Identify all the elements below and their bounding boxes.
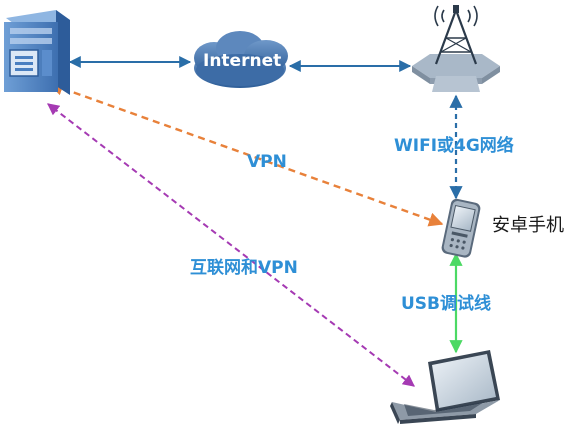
server-icon <box>4 10 70 95</box>
vpn-label: VPN <box>247 152 287 172</box>
cloud-icon <box>194 31 288 88</box>
cell-tower-icon <box>412 5 500 92</box>
android-phone-label: 安卓手机 <box>492 215 564 236</box>
edge-phone-server <box>48 81 444 227</box>
edge-laptop-server <box>47 103 415 387</box>
smartphone-icon <box>441 198 481 258</box>
laptop-icon <box>390 350 500 424</box>
wifi-4g-label: WIFI或4G网络 <box>394 136 514 156</box>
internet-and-vpn-label: 互联网和VPN <box>190 258 298 278</box>
usb-debug-cable-label: USB调试线 <box>401 294 492 314</box>
internet-label: Internet <box>203 51 282 71</box>
